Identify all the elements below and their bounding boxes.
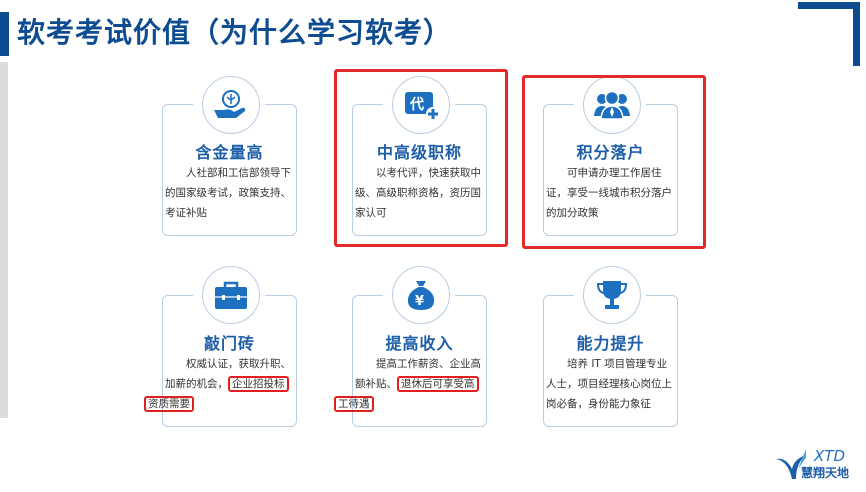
card-description: 人社部和工信部领导下的国家级考试，政策支持、考证补贴 <box>165 167 291 219</box>
highlighted-text: 资质需要 <box>144 396 194 412</box>
trophy-icon <box>583 266 641 324</box>
card-description: 权威认证，获取升职、加薪的机会，企业招投标资质需要 <box>144 354 295 414</box>
card-title: 敲门砖 <box>203 334 255 353</box>
card-description: 可申请办理工作居住证，享受一线城市积分落户的加分政策 <box>546 167 672 219</box>
highlight-box-professional-title <box>334 69 508 247</box>
briefcase-icon <box>202 266 260 324</box>
card-stepping-stone: 敲门砖 权威认证，获取升职、加薪的机会，企业招投标资质需要 <box>144 294 297 427</box>
company-logo: XTD 慧翔天地 <box>776 447 858 483</box>
logo-chinese-text: 慧翔天地 <box>801 466 850 480</box>
card-title: 提高收入 <box>385 334 454 353</box>
corner-bracket-top <box>798 2 860 9</box>
card-title: 中高级职称 <box>376 143 462 162</box>
svg-text:¥: ¥ <box>415 294 424 309</box>
people-group-icon <box>583 76 641 134</box>
page-title: 软考考试价值（为什么学习软考） <box>17 16 453 49</box>
highlighted-text: 退休后可享受高 <box>397 376 479 392</box>
card-description: 以考代评，快速获取中级、高级职称资格，资历国家认可 <box>355 167 481 219</box>
left-decorative-strip <box>0 62 8 418</box>
money-hand-icon <box>202 76 260 134</box>
dai-plus-icon: 代 <box>392 76 450 134</box>
highlighted-text: 企业招投标 <box>228 376 289 392</box>
corner-bracket-right <box>853 2 860 66</box>
highlight-box-points-settlement <box>522 75 706 249</box>
card-title: 能力提升 <box>576 334 645 353</box>
money-bag-icon: ¥ <box>392 266 450 324</box>
card-ability-improvement: 能力提升 培养 IT 项目管理专业人士，项目经理核心岗位上岗必备，身份能力象征 <box>543 294 678 427</box>
highlighted-text: 工待遇 <box>334 396 374 412</box>
logo-wing-icon <box>776 449 806 479</box>
card-description: 提高工作薪资、企业高额补贴、退休后可享受高工待遇 <box>334 354 485 414</box>
logo-latin-text: XTD <box>814 447 845 465</box>
card-title: 含金量高 <box>195 143 264 162</box>
card-description: 培养 IT 项目管理专业人士，项目经理核心岗位上岗必备，身份能力象征 <box>546 358 672 410</box>
card-title: 积分落户 <box>576 143 645 162</box>
svg-text:代: 代 <box>409 96 424 113</box>
title-accent-bar <box>0 12 9 56</box>
